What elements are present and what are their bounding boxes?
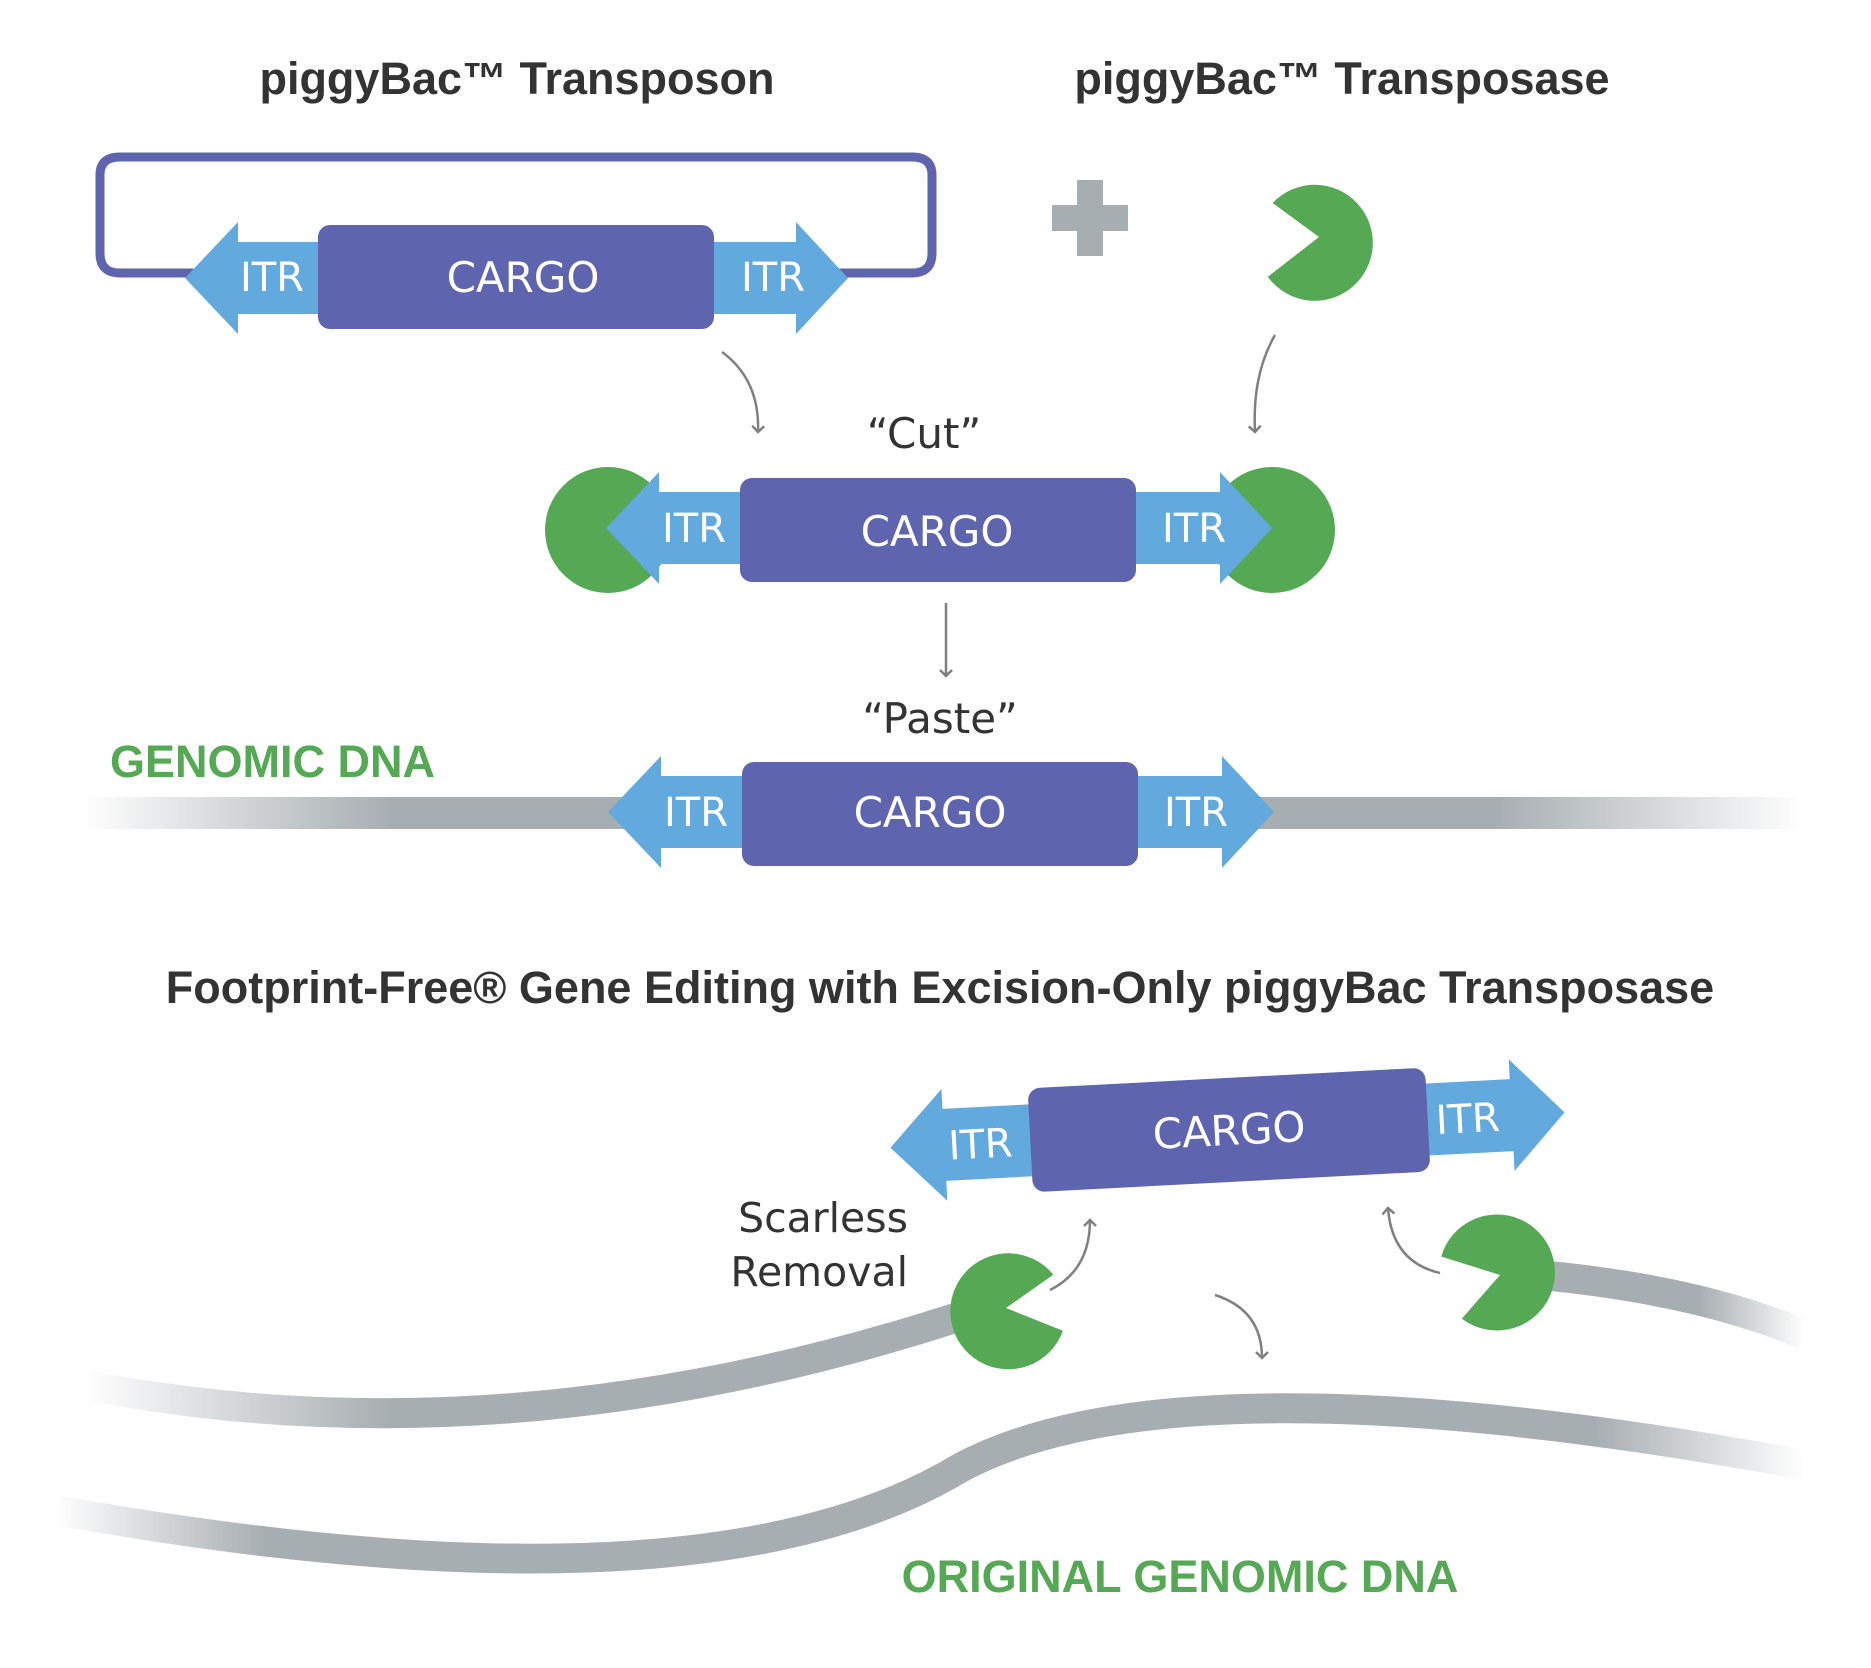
itr-right-arrow: ITR	[1407, 1059, 1565, 1172]
itr-left-arrow: ITR	[185, 222, 330, 334]
pacman-enzyme-icon	[1441, 1214, 1555, 1331]
cut-label: “Cut”	[867, 409, 981, 458]
itr-right-arrow: ITR	[1132, 756, 1274, 868]
transposase-title: piggyBac™ Transposase	[1074, 53, 1609, 104]
transposon-plasmid: ITR ITR CARGO	[95, 152, 937, 334]
itr-right-arrow: ITR	[1130, 472, 1272, 584]
flow-arrow-icon	[1214, 1293, 1269, 1360]
original-dna-strand	[52, 1393, 1808, 1574]
cargo-label: CARGO	[447, 253, 600, 302]
cargo-block: CARGO	[740, 478, 1136, 582]
scarless-label: Scarless	[738, 1194, 908, 1242]
flow-arrow-icon	[1381, 1206, 1441, 1275]
paste-label: “Paste”	[862, 694, 1018, 743]
genomic-dna-label: GENOMIC DNA	[110, 736, 435, 787]
flow-arrow-icon	[721, 350, 766, 434]
itr-label: ITR	[741, 255, 805, 301]
cargo-block: CARGO	[742, 762, 1138, 866]
itr-left-arrow: ITR	[608, 756, 752, 868]
itr-label: ITR	[240, 255, 304, 301]
footprint-title: Footprint-Free® Gene Editing with Excisi…	[166, 962, 1714, 1013]
dna-strand-right	[1538, 1260, 1811, 1349]
removal-label: Removal	[730, 1248, 908, 1296]
original-genomic-dna-label: ORIGINAL GENOMIC DNA	[902, 1551, 1459, 1602]
itr-left-arrow: ITR	[606, 472, 750, 584]
dna-strand-left	[82, 1303, 960, 1429]
excised-cargo: ITR ITR CARGO	[890, 1059, 1565, 1201]
itr-left-arrow: ITR	[890, 1088, 1043, 1201]
cargo-block: CARGO	[318, 225, 714, 329]
transposon-title: piggyBac™ Transposon	[259, 53, 774, 104]
pacman-enzyme-icon	[1267, 184, 1373, 301]
itr-label: ITR	[662, 506, 726, 552]
flow-arrow-icon	[1049, 1218, 1097, 1292]
itr-label: ITR	[1164, 790, 1228, 836]
cargo-label: CARGO	[854, 788, 1007, 837]
cargo-label: CARGO	[861, 507, 1014, 556]
cargo-label: CARGO	[1151, 1102, 1306, 1159]
pacman-enzyme-icon	[950, 1253, 1063, 1370]
itr-label: ITR	[1435, 1095, 1501, 1144]
cargo-block: CARGO	[1028, 1068, 1430, 1192]
plus-icon	[1052, 180, 1128, 256]
itr-label: ITR	[1162, 506, 1226, 552]
itr-label: ITR	[947, 1120, 1013, 1169]
flow-arrow-icon	[1247, 334, 1277, 434]
itr-right-arrow: ITR	[708, 222, 848, 334]
itr-label: ITR	[664, 790, 728, 836]
cut-complex: ITR ITR CARGO	[545, 467, 1335, 593]
paste-insert: ITR ITR CARGO	[608, 756, 1274, 868]
